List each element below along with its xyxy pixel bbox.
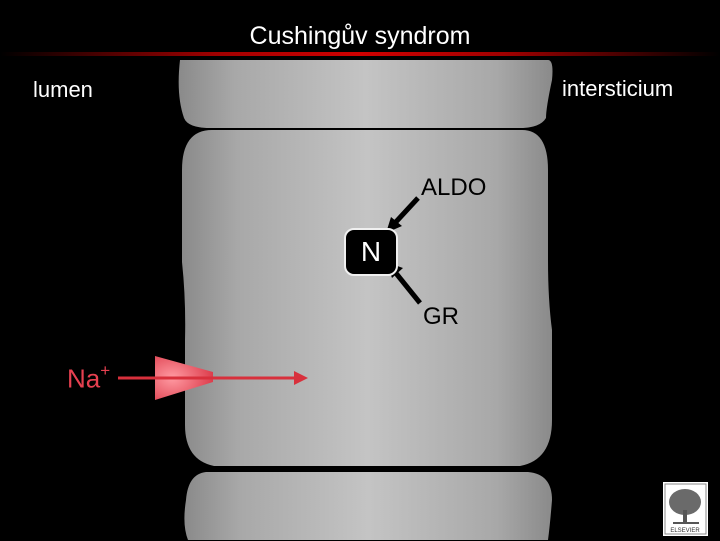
neighbour-cell-bottom: [184, 472, 552, 540]
sodium-arrowhead: [294, 371, 308, 385]
slide-title: Cushingův syndrom: [249, 22, 471, 50]
label-aldo: ALDO: [421, 174, 487, 201]
label-lumen: lumen: [33, 77, 93, 102]
epithelial-cell: [182, 130, 552, 466]
label-interstitium: intersticium: [562, 76, 674, 101]
nucleus: N: [344, 228, 398, 276]
label-gr: GR: [423, 303, 459, 330]
neighbour-cell-top: [178, 60, 553, 128]
logo-text: ELSEVIER: [670, 528, 700, 534]
sodium-charge: +: [100, 361, 111, 380]
sodium-symbol: Na: [67, 363, 101, 394]
title-underline: [0, 52, 720, 56]
publisher-logo: ELSEVIER: [663, 482, 708, 536]
label-sodium: Na+: [67, 358, 110, 394]
publisher-tree-logo-icon: ELSEVIER: [664, 483, 707, 535]
